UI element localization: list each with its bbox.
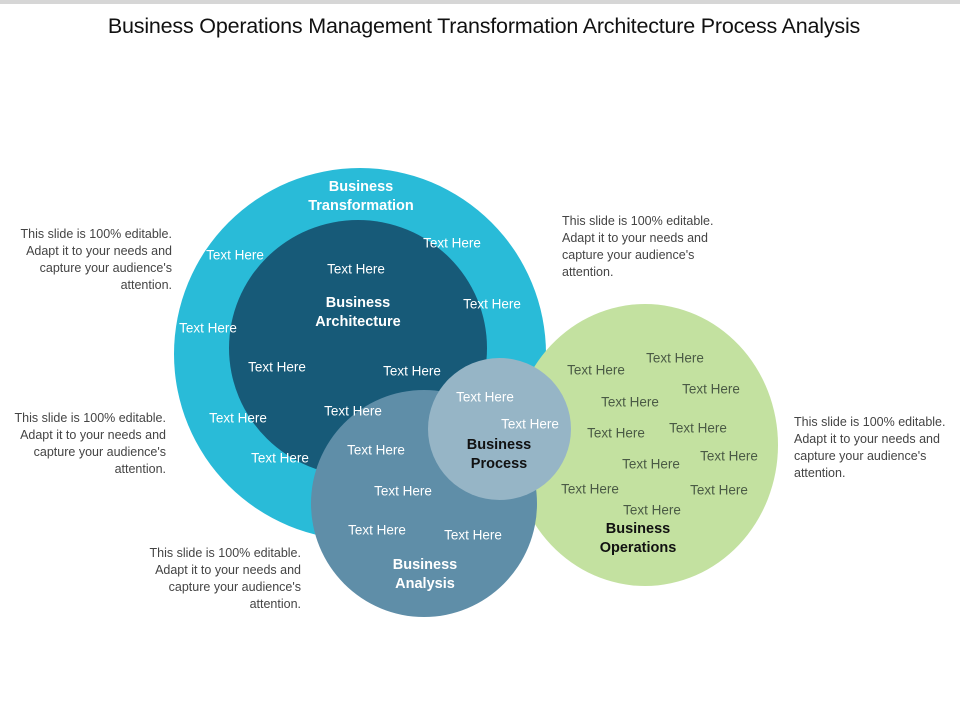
process-item: Text Here bbox=[456, 389, 514, 405]
architecture-item: Text Here bbox=[463, 296, 521, 312]
operations-item: Text Here bbox=[601, 394, 659, 410]
architecture-item: Text Here bbox=[327, 261, 385, 277]
architecture-item: Text Here bbox=[248, 359, 306, 375]
slide-title: Business Operations Management Transform… bbox=[107, 14, 861, 38]
note-left-top: This slide is 100% editable. Adapt it to… bbox=[20, 227, 172, 292]
transformation-item: Text Here bbox=[423, 235, 481, 251]
operations-item: Text Here bbox=[561, 481, 619, 497]
operations-item: Text Here bbox=[646, 350, 704, 366]
analysis-item: Text Here bbox=[374, 483, 432, 499]
note-right-middle: This slide is 100% editable. Adapt it to… bbox=[794, 415, 946, 480]
heading-business-operations: Business Operations bbox=[599, 521, 677, 556]
operations-item: Text Here bbox=[567, 362, 625, 378]
analysis-item: Text Here bbox=[347, 442, 405, 458]
analysis-item: Text Here bbox=[348, 522, 406, 538]
heading-business-analysis: Business Analysis bbox=[392, 557, 458, 592]
transformation-item: Text Here bbox=[251, 450, 309, 466]
operations-item: Text Here bbox=[623, 502, 681, 518]
heading-business-architecture: Business Architecture bbox=[315, 295, 401, 330]
process-item: Text Here bbox=[501, 416, 559, 432]
architecture-item: Text Here bbox=[324, 403, 382, 419]
analysis-item: Text Here bbox=[444, 527, 502, 543]
operations-item: Text Here bbox=[700, 448, 758, 464]
circle-business-process bbox=[428, 358, 571, 500]
operations-item: Text Here bbox=[690, 482, 748, 498]
operations-item: Text Here bbox=[622, 456, 680, 472]
transformation-item: Text Here bbox=[179, 320, 237, 336]
heading-business-process: Business Process bbox=[466, 437, 532, 472]
operations-item: Text Here bbox=[669, 420, 727, 436]
operations-item: Text Here bbox=[682, 381, 740, 397]
note-bottom-left: This slide is 100% editable. Adapt it to… bbox=[149, 546, 301, 611]
note-right-top: This slide is 100% editable. Adapt it to… bbox=[562, 214, 714, 279]
note-left-middle: This slide is 100% editable. Adapt it to… bbox=[14, 411, 166, 476]
architecture-item: Text Here bbox=[383, 363, 441, 379]
top-border bbox=[0, 0, 960, 4]
transformation-item: Text Here bbox=[209, 410, 267, 426]
transformation-item: Text Here bbox=[206, 247, 264, 263]
heading-business-transformation: Business Transformation bbox=[308, 179, 414, 214]
operations-item: Text Here bbox=[587, 425, 645, 441]
